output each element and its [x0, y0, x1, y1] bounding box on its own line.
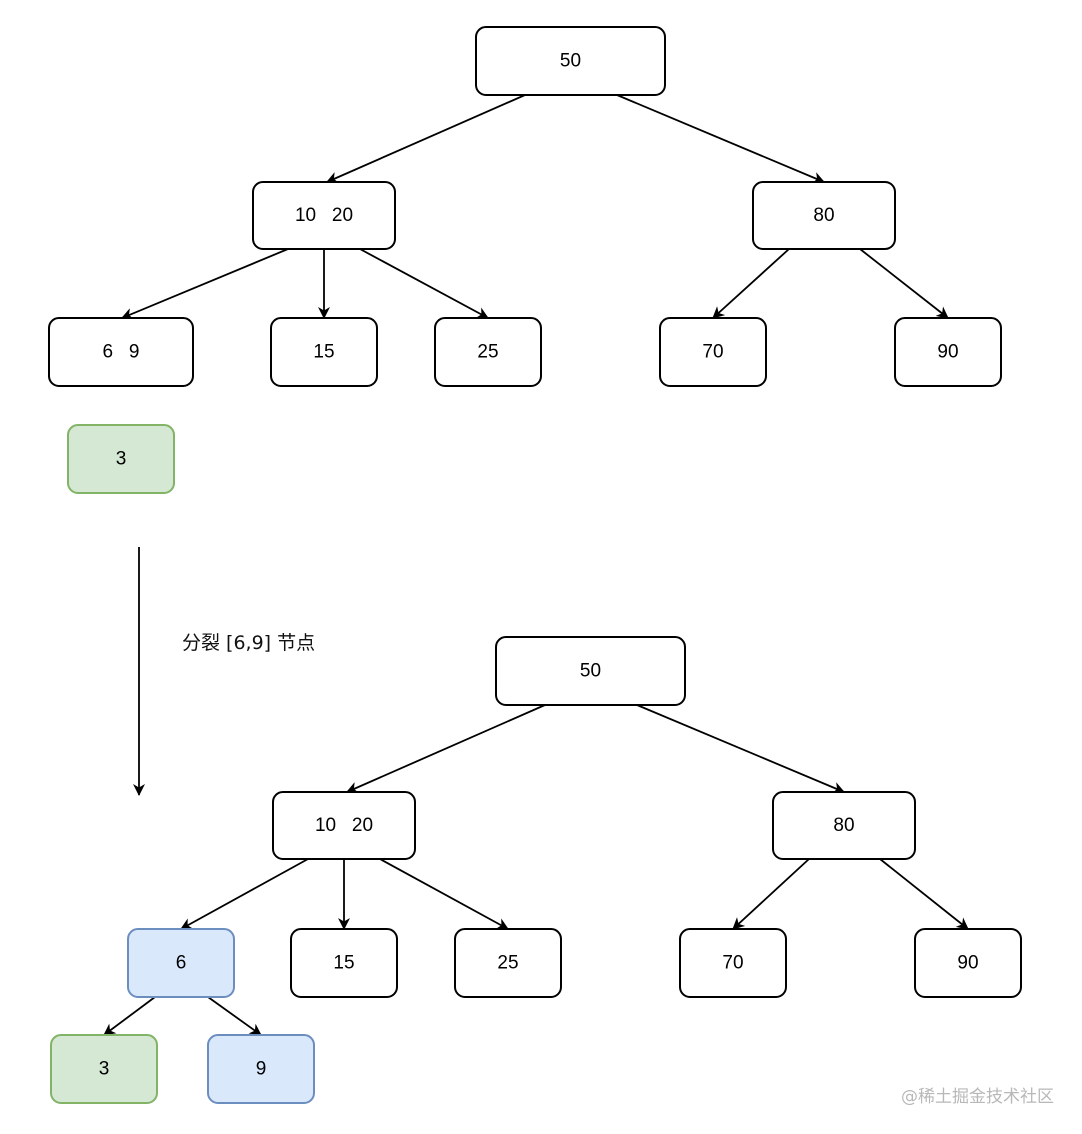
after-node-a90: 90	[914, 928, 1022, 998]
node-box	[272, 791, 416, 860]
edge-arrow	[859, 248, 949, 319]
edge-arrow	[103, 996, 156, 1036]
after-edge-a50-to-a1020	[346, 704, 546, 794]
edge-arrow	[712, 248, 790, 319]
node-label: 50	[560, 51, 581, 72]
transition-caption: 分裂 [6,9] 节点	[182, 632, 316, 654]
after-node-a3: 3	[50, 1034, 158, 1104]
edge-arrow	[636, 704, 845, 794]
node-label: 3	[99, 1059, 110, 1080]
node-label: 3	[116, 449, 127, 470]
after-node-a70: 70	[679, 928, 787, 998]
node-label: 90	[937, 342, 958, 363]
node-label: 9	[256, 1059, 267, 1080]
node-label: 6 9	[103, 342, 140, 363]
before-node-b25: 25	[434, 317, 542, 387]
after-node-a1020: 10 20	[272, 791, 416, 860]
after-node-a80: 80	[772, 791, 916, 860]
node-label: 50	[580, 661, 601, 682]
after-edge-a6-to-a9	[207, 996, 262, 1036]
node-box	[434, 317, 542, 387]
node-box	[495, 636, 686, 706]
edge-arrow	[326, 94, 526, 184]
after-edge-a1020-to-a6	[180, 858, 309, 930]
edge-arrow	[616, 94, 825, 184]
node-box	[772, 791, 916, 860]
before-node-b3: 3	[67, 424, 175, 494]
before-edge-b1020-to-b25	[359, 248, 489, 319]
before-edge-b50-to-b1020	[326, 94, 526, 184]
node-box	[50, 1034, 158, 1104]
before-node-b80: 80	[752, 181, 896, 250]
node-box	[894, 317, 1002, 387]
after-node-a6: 6	[127, 928, 235, 998]
edge-arrow	[121, 248, 289, 320]
node-box	[127, 928, 235, 998]
before-node-b69: 6 9	[48, 317, 194, 387]
edge-arrow	[359, 248, 489, 319]
node-label: 15	[333, 953, 354, 974]
before-edge-b80-to-b70	[712, 248, 790, 319]
node-label: 80	[833, 815, 854, 836]
node-box	[454, 928, 562, 998]
after-edge-a50-to-a80	[636, 704, 845, 794]
after-node-a15: 15	[290, 928, 398, 998]
node-label: 80	[813, 205, 834, 226]
watermark: @稀土掘金技术社区	[901, 1087, 1054, 1107]
edge-arrow	[732, 858, 810, 930]
edge-arrow	[379, 858, 509, 930]
after-node-a9: 9	[207, 1034, 315, 1104]
before-edge-b1020-to-b69	[121, 248, 289, 320]
node-box	[290, 928, 398, 998]
after-edge-a80-to-a70	[732, 858, 810, 930]
before-node-b50: 50	[475, 26, 666, 96]
before-node-b1020: 10 20	[252, 181, 396, 250]
after-edge-a6-to-a3	[103, 996, 156, 1036]
after-node-a25: 25	[454, 928, 562, 998]
after-edge-a1020-to-a25	[379, 858, 509, 930]
node-box	[207, 1034, 315, 1104]
edge-arrow	[207, 996, 262, 1036]
node-label: 10 20	[315, 815, 373, 836]
node-box	[270, 317, 378, 387]
node-box	[475, 26, 666, 96]
node-label: 90	[957, 953, 978, 974]
node-box	[67, 424, 175, 494]
node-box	[679, 928, 787, 998]
node-label: 70	[702, 342, 723, 363]
before-node-b90: 90	[894, 317, 1002, 387]
node-label: 6	[176, 953, 187, 974]
edge-arrow	[180, 858, 309, 930]
node-label: 70	[722, 953, 743, 974]
node-label: 25	[497, 953, 518, 974]
node-label: 25	[477, 342, 498, 363]
node-box	[752, 181, 896, 250]
node-box	[48, 317, 194, 387]
edge-arrow	[346, 704, 546, 794]
node-label: 10 20	[295, 205, 353, 226]
after-node-a50: 50	[495, 636, 686, 706]
node-box	[659, 317, 767, 387]
edge-arrow	[879, 858, 969, 930]
node-label: 15	[313, 342, 334, 363]
node-box	[252, 181, 396, 250]
node-box	[914, 928, 1022, 998]
before-edge-b80-to-b90	[859, 248, 949, 319]
after-edge-a80-to-a90	[879, 858, 969, 930]
before-node-b70: 70	[659, 317, 767, 387]
before-node-b15: 15	[270, 317, 378, 387]
before-edge-b50-to-b80	[616, 94, 825, 184]
